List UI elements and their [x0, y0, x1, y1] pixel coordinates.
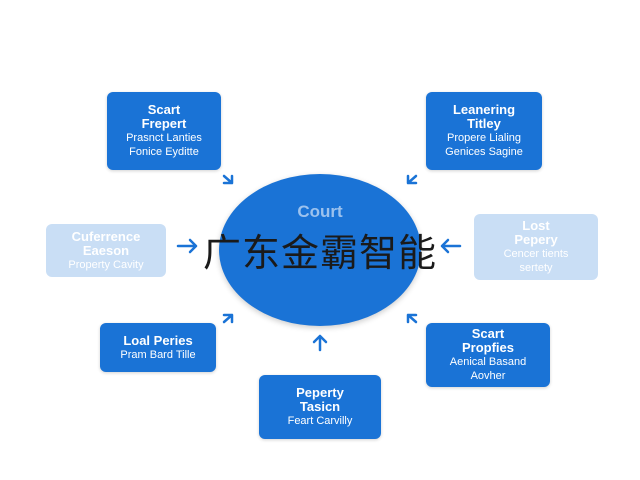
node-bottom: Peperty Tasicn Feart Carvilly: [259, 375, 381, 439]
node-title: Lost: [522, 218, 550, 233]
node-title: Frepert: [141, 116, 187, 131]
node-title: Leanering: [452, 102, 516, 117]
node-top-left: Scart Frepert Prasnct Lanties Fonice Eyd…: [107, 92, 221, 170]
arrow-bottom-right: [406, 313, 418, 324]
node-subtitle: Aenical Basand: [449, 356, 527, 368]
node-title: Propfies: [461, 340, 514, 355]
node-subtitle: Propere Lialing: [447, 132, 521, 144]
node-subtitle: Cencer tients: [503, 248, 569, 260]
node-title: Peperty: [296, 385, 344, 400]
node-subtitle: Genices Sagine: [445, 146, 523, 158]
arrow-top-right: [406, 174, 418, 185]
node-title: Pepery: [514, 232, 558, 247]
node-subtitle: Property Cavity: [68, 258, 144, 271]
arrow-bottom: [312, 334, 328, 352]
node-subtitle: Feart Carvilly: [287, 415, 353, 427]
center-node-title: Court: [297, 202, 343, 221]
node-top-right: Leanering Titley Propere Lialing Genices…: [426, 92, 542, 170]
node-subtitle: Aovher: [470, 370, 506, 382]
node-title: Scart: [147, 102, 181, 117]
node-subtitle: Fonice Eyditte: [129, 146, 199, 158]
node-left: Cuferrence Eaeson Property Cavity: [46, 224, 166, 277]
arrow-left: [176, 238, 198, 254]
node-subtitle: Pram Bard Tille: [120, 348, 196, 361]
node-bottom-right: Scart Propfies Aenical Basand Aovher: [426, 323, 550, 387]
arrow-bottom-left: [222, 313, 234, 324]
node-title: Eaeson: [82, 242, 130, 258]
node-title: Loal Peries: [123, 332, 193, 348]
arrow-right: [440, 238, 462, 254]
node-right: Lost Pepery Cencer tients sertety: [474, 214, 598, 280]
node-title: Tasicn: [299, 399, 341, 414]
node-title: Cuferrence: [71, 228, 141, 244]
node-subtitle: Prasnct Lanties: [126, 132, 202, 144]
watermark-text: 广东金霸智能: [202, 231, 437, 275]
center-node: Court: [219, 174, 421, 326]
node-bottom-left: Loal Peries Pram Bard Tille: [100, 323, 216, 372]
node-title: Titley: [467, 116, 501, 131]
node-title: Scart: [471, 326, 505, 341]
node-subtitle: sertety: [519, 262, 553, 274]
arrow-top-left: [222, 174, 234, 185]
